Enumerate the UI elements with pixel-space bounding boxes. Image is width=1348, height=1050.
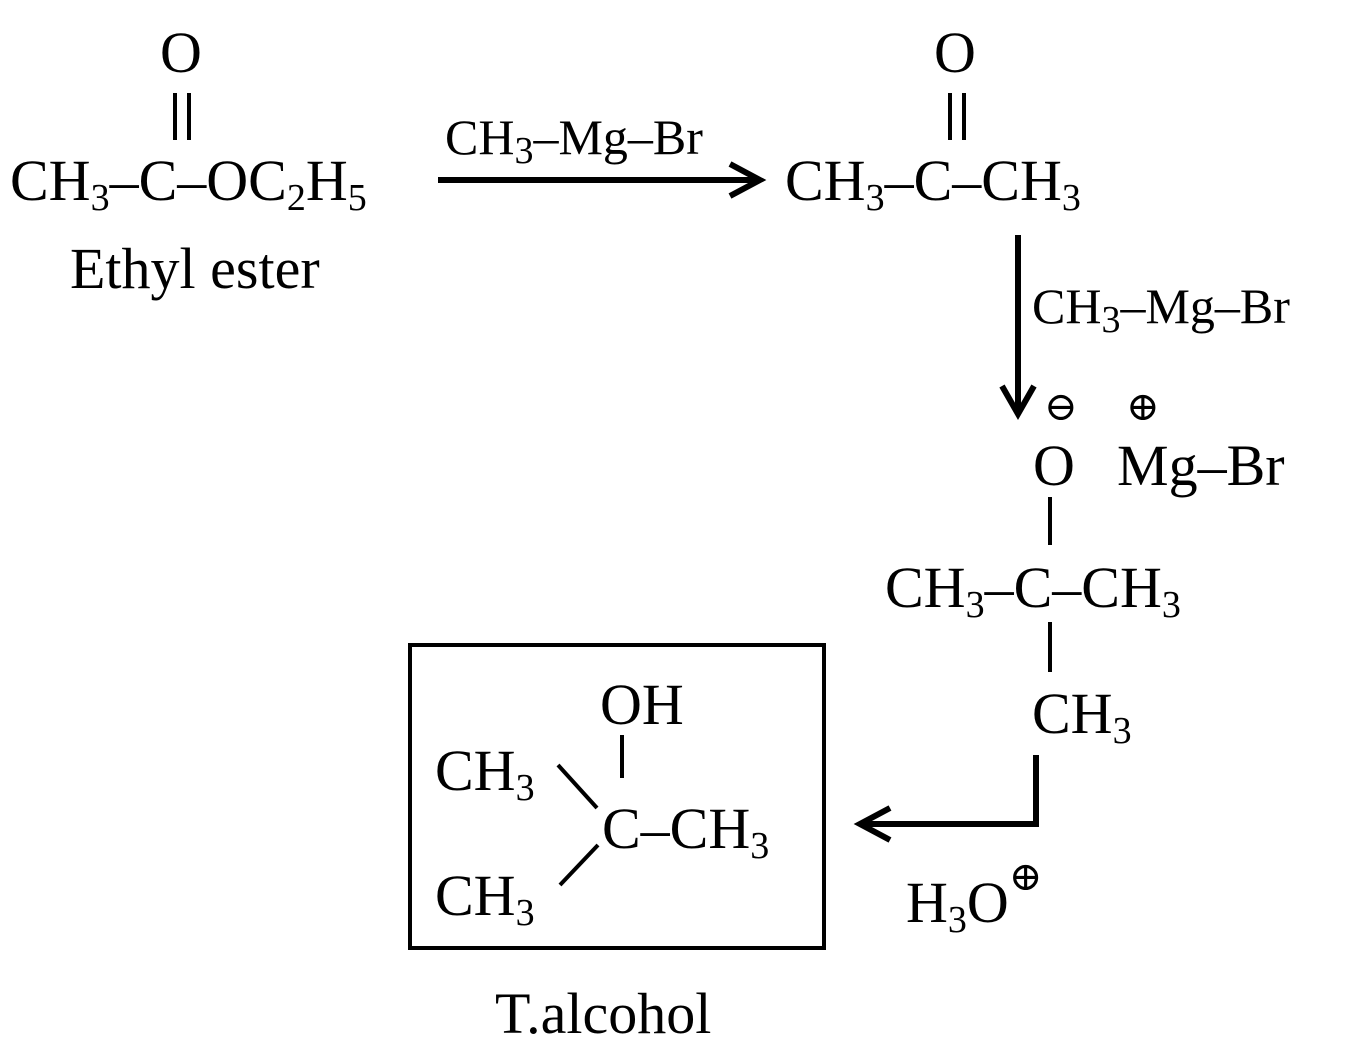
reaction-arrow-1: CH3–Mg–Br <box>438 109 767 199</box>
product-name-label: T.alcohol <box>495 981 711 1046</box>
alkoxide-bottom-methyl: CH3 <box>1032 681 1132 752</box>
ketone-formula: CH3–C–CH3 <box>785 148 1081 219</box>
magnesium-bromide-label: Mg–Br <box>1117 433 1285 498</box>
product-bottom-methyl: CH3 <box>435 863 535 934</box>
ketone-structure: O CH3–C–CH3 <box>785 20 1081 219</box>
product-frame <box>408 643 826 950</box>
alkoxide-formula: CH3–C–CH3 <box>885 555 1181 626</box>
product-box: OH CH3 C–CH3 CH3 <box>408 643 826 950</box>
ethyl-ester-structure: O CH3–C–OC2H5 Ethyl ester <box>10 20 367 301</box>
alkoxide-oxygen: O <box>1033 433 1075 498</box>
alkoxide-intermediate: ⊖ ⊕ O Mg–Br CH3–C–CH3 CH3 <box>885 384 1285 752</box>
reagent-1-label: CH3–Mg–Br <box>445 109 703 172</box>
reaction-arrow-3: H3O⊕ <box>853 755 1042 941</box>
product-upper-methyl-bond <box>556 763 599 810</box>
reagent-2-label: CH3–Mg–Br <box>1032 278 1290 341</box>
ester-name-label: Ethyl ester <box>70 236 320 301</box>
hydronium-label: H3O⊕ <box>906 854 1042 941</box>
product-hydroxyl: OH <box>600 672 684 737</box>
ketone-carbonyl-oxygen: O <box>934 20 976 85</box>
product-lower-methyl-bond <box>558 843 600 887</box>
ester-carbonyl-oxygen: O <box>160 20 202 85</box>
negative-charge-symbol: ⊖ <box>1044 384 1078 429</box>
arrow-1-head <box>728 161 767 199</box>
arrow-2-head <box>999 384 1037 421</box>
ester-formula: CH3–C–OC2H5 <box>10 148 367 219</box>
product-top-methyl: CH3 <box>435 738 535 809</box>
reaction-arrow-2: CH3–Mg–Br <box>999 235 1290 421</box>
positive-charge-symbol: ⊕ <box>1126 384 1160 429</box>
product-central-carbon: C–CH3 <box>602 796 769 867</box>
arrow-3-head <box>853 805 892 843</box>
arrow-3-shaft <box>862 755 1039 827</box>
